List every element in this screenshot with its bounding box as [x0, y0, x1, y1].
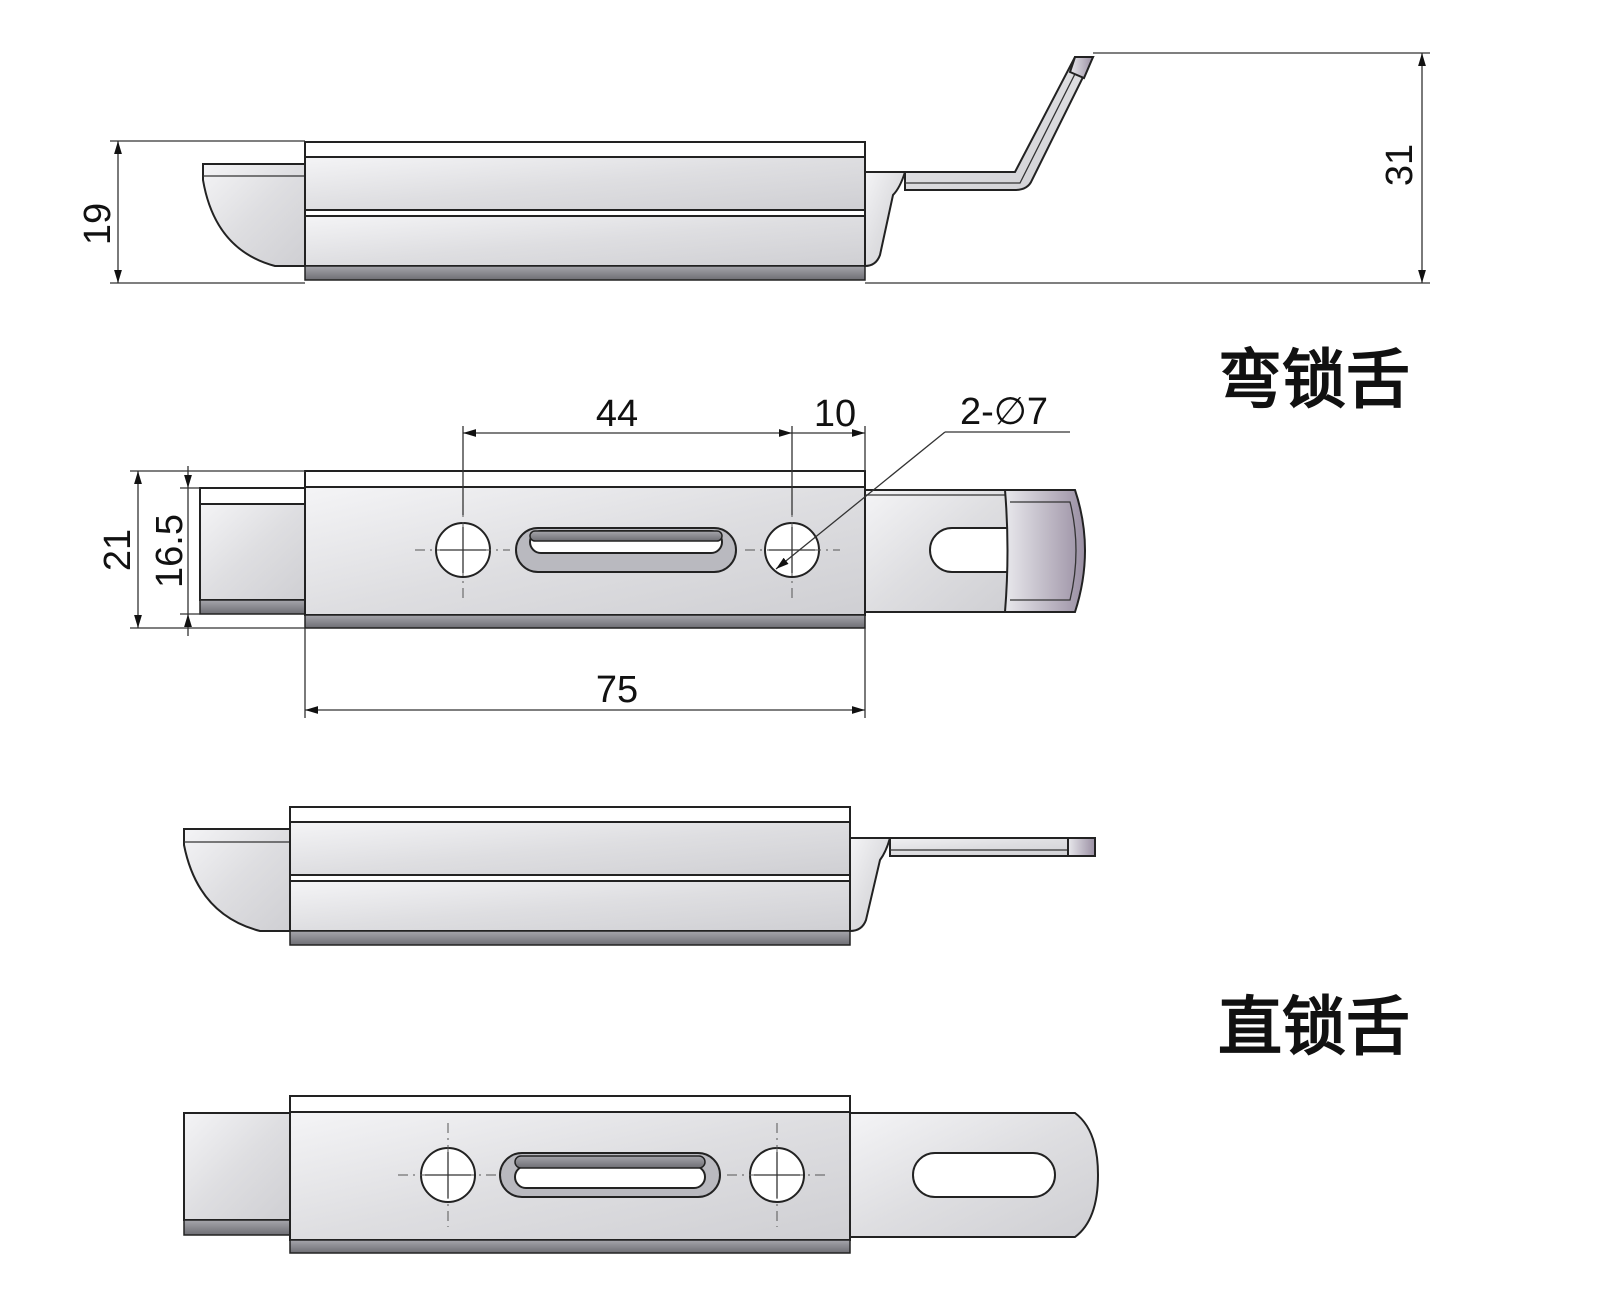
dimension-hole-spacing: 44 [462, 393, 793, 515]
dim-16-5-label: 16.5 [149, 514, 191, 588]
straight-tongue-label: 直锁舌 [1218, 991, 1410, 1065]
dim-21-label: 21 [97, 529, 139, 571]
dim-75-label: 75 [596, 669, 638, 711]
dimension-side-height: 19 [77, 140, 305, 284]
dimension-body-length: 75 [304, 628, 866, 718]
dimension-hole-diameter: 2-∅7 [775, 391, 1070, 570]
dimension-total-height: 31 [865, 52, 1430, 284]
dim-31-label: 31 [1379, 144, 1421, 186]
dimension-widths: 21 16.5 [97, 466, 305, 636]
bent-tongue-top-view [199, 470, 1086, 629]
straight-tongue-side-view [183, 806, 1096, 946]
bent-tongue-label: 弯锁舌 [1218, 344, 1410, 418]
dim-10-label: 10 [814, 393, 856, 435]
bent-tongue-side-view [202, 56, 1095, 281]
dimension-hole-to-end: 10 [792, 393, 866, 471]
straight-tongue-top-view [183, 1095, 1100, 1254]
dim-19-label: 19 [77, 203, 119, 245]
dim-holes-label: 2-∅7 [960, 391, 1048, 433]
dim-44-label: 44 [596, 393, 638, 435]
